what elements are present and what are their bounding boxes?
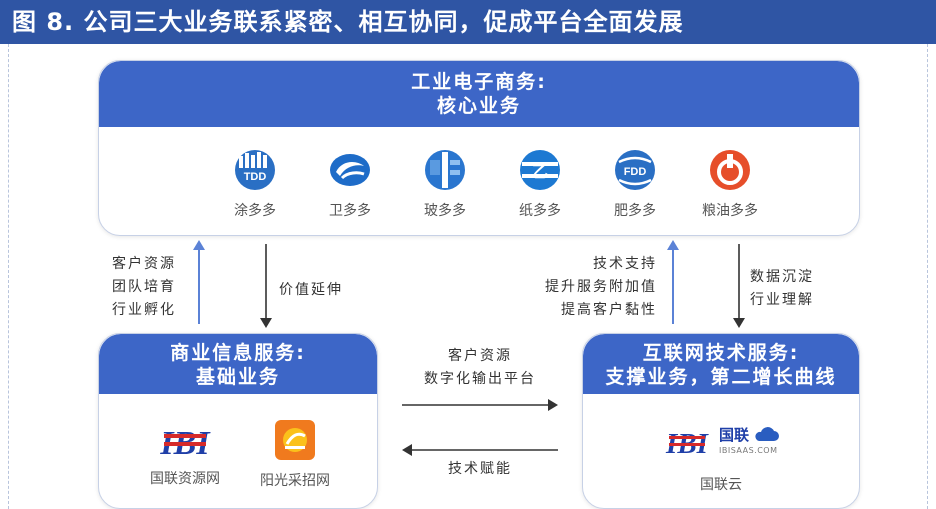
ibi-logo-icon: IBI [665, 428, 710, 458]
arrow-up-left [193, 240, 205, 324]
platform-name: 纸多多 [519, 203, 561, 219]
fdd-logo-icon: FDD [615, 150, 655, 190]
platform-name: 肥多多 [614, 203, 656, 219]
label-line: 数字化输出平台 [424, 371, 536, 387]
service-item-ibi: IBI 国联资源网 [145, 420, 225, 488]
arrow-down-right [733, 244, 745, 328]
label-line: 价值延伸 [279, 282, 343, 298]
guolian-cloud-logo: IBI 国联 IBISAAS.COM [661, 422, 801, 462]
label-line: 数据沉淀 [750, 269, 814, 285]
label-left-up: 客户资源 团队培育 行业孵化 [112, 253, 176, 322]
wdd-logo-icon [330, 154, 370, 186]
platform-item-wdd: 卫多多 [320, 148, 380, 220]
figure-frame [8, 44, 928, 509]
platform-item-fdd: FDD 肥多多 [605, 148, 665, 220]
platform-item-lyy: 粮油多多 [700, 148, 760, 220]
internet-tech-title: 互联网技术服务: [642, 342, 800, 364]
label-line: 提高客户黏性 [561, 302, 657, 318]
arrow-right-middle [402, 399, 558, 411]
arrow-left-middle [402, 444, 558, 456]
platform-name: 粮油多多 [702, 203, 758, 219]
label-line: 技术赋能 [448, 461, 512, 477]
service-name: 国联资源网 [150, 471, 220, 487]
guolian-cloud-name: 国联云 [700, 477, 742, 493]
label-left-down: 价值延伸 [279, 279, 343, 302]
platform-item-tdd: TDD 涂多多 [225, 148, 285, 220]
figure-title: 图 8. 公司三大业务联系紧密、相互协同，促成平台全面发展 [0, 0, 936, 44]
svg-text:TDD: TDD [244, 171, 267, 183]
label-right-down: 数据沉淀 行业理解 [750, 266, 814, 312]
ibi-logo-icon: IBI [159, 425, 211, 460]
business-info-header: 商业信息服务: 基础业务 [99, 334, 377, 394]
label-line: 客户资源 [448, 348, 512, 364]
platform-name: 玻多多 [424, 203, 466, 219]
internet-tech-box: 互联网技术服务: 支撑业务，第二增长曲线 IBI 国联 IBISAAS.COM … [582, 333, 860, 509]
bdd-logo-icon [425, 150, 465, 190]
label-line: 提升服务附加值 [545, 279, 657, 295]
business-info-box: 商业信息服务: 基础业务 IBI 国联资源网 阳光采招网 [98, 333, 378, 509]
industrial-ecommerce-title: 工业电子商务: [411, 71, 547, 93]
label-right-up: 技术支持 提升服务附加值 提高客户黏性 [545, 253, 657, 322]
business-info-subtitle: 基础业务 [195, 366, 280, 388]
platform-name: 卫多多 [329, 203, 371, 219]
business-info-title: 商业信息服务: [170, 342, 306, 364]
label-line: 行业理解 [750, 292, 814, 308]
label-middle-left: 技术赋能 [410, 458, 550, 481]
ygcz-logo-icon [275, 420, 315, 460]
svg-text:FDD: FDD [624, 166, 647, 178]
zdd-logo-icon: 乙 [520, 150, 560, 190]
svg-text:乙: 乙 [532, 162, 548, 181]
platform-name: 涂多多 [234, 203, 276, 219]
tdd-logo-icon: TDD [235, 150, 275, 190]
arrow-up-right [667, 240, 679, 324]
platform-item-zdd: 乙 纸多多 [510, 148, 570, 220]
label-middle-right: 客户资源 数字化输出平台 [410, 345, 550, 391]
industrial-ecommerce-subtitle: 核心业务 [436, 95, 521, 117]
industrial-ecommerce-box: 工业电子商务: 核心业务 TDD 涂多多 卫多多 玻多多 [98, 60, 860, 236]
cloud-icon [755, 427, 779, 441]
label-line: 行业孵化 [112, 302, 176, 318]
guolian-logo-text: 国联 [719, 426, 750, 444]
industrial-ecommerce-header: 工业电子商务: 核心业务 [99, 61, 859, 127]
internet-tech-subtitle: 支撑业务，第二增长曲线 [605, 366, 837, 388]
platform-item-bdd: 玻多多 [415, 148, 475, 220]
service-item-ygcz: 阳光采招网 [255, 418, 335, 490]
label-line: 团队培育 [112, 279, 176, 295]
service-name: 阳光采招网 [260, 473, 330, 489]
guolian-logo-url: IBISAAS.COM [719, 446, 778, 455]
label-line: 技术支持 [593, 256, 657, 272]
lyy-logo-icon [710, 150, 750, 190]
internet-tech-header: 互联网技术服务: 支撑业务，第二增长曲线 [583, 334, 859, 394]
arrow-down-left [260, 244, 272, 328]
label-line: 客户资源 [112, 256, 176, 272]
